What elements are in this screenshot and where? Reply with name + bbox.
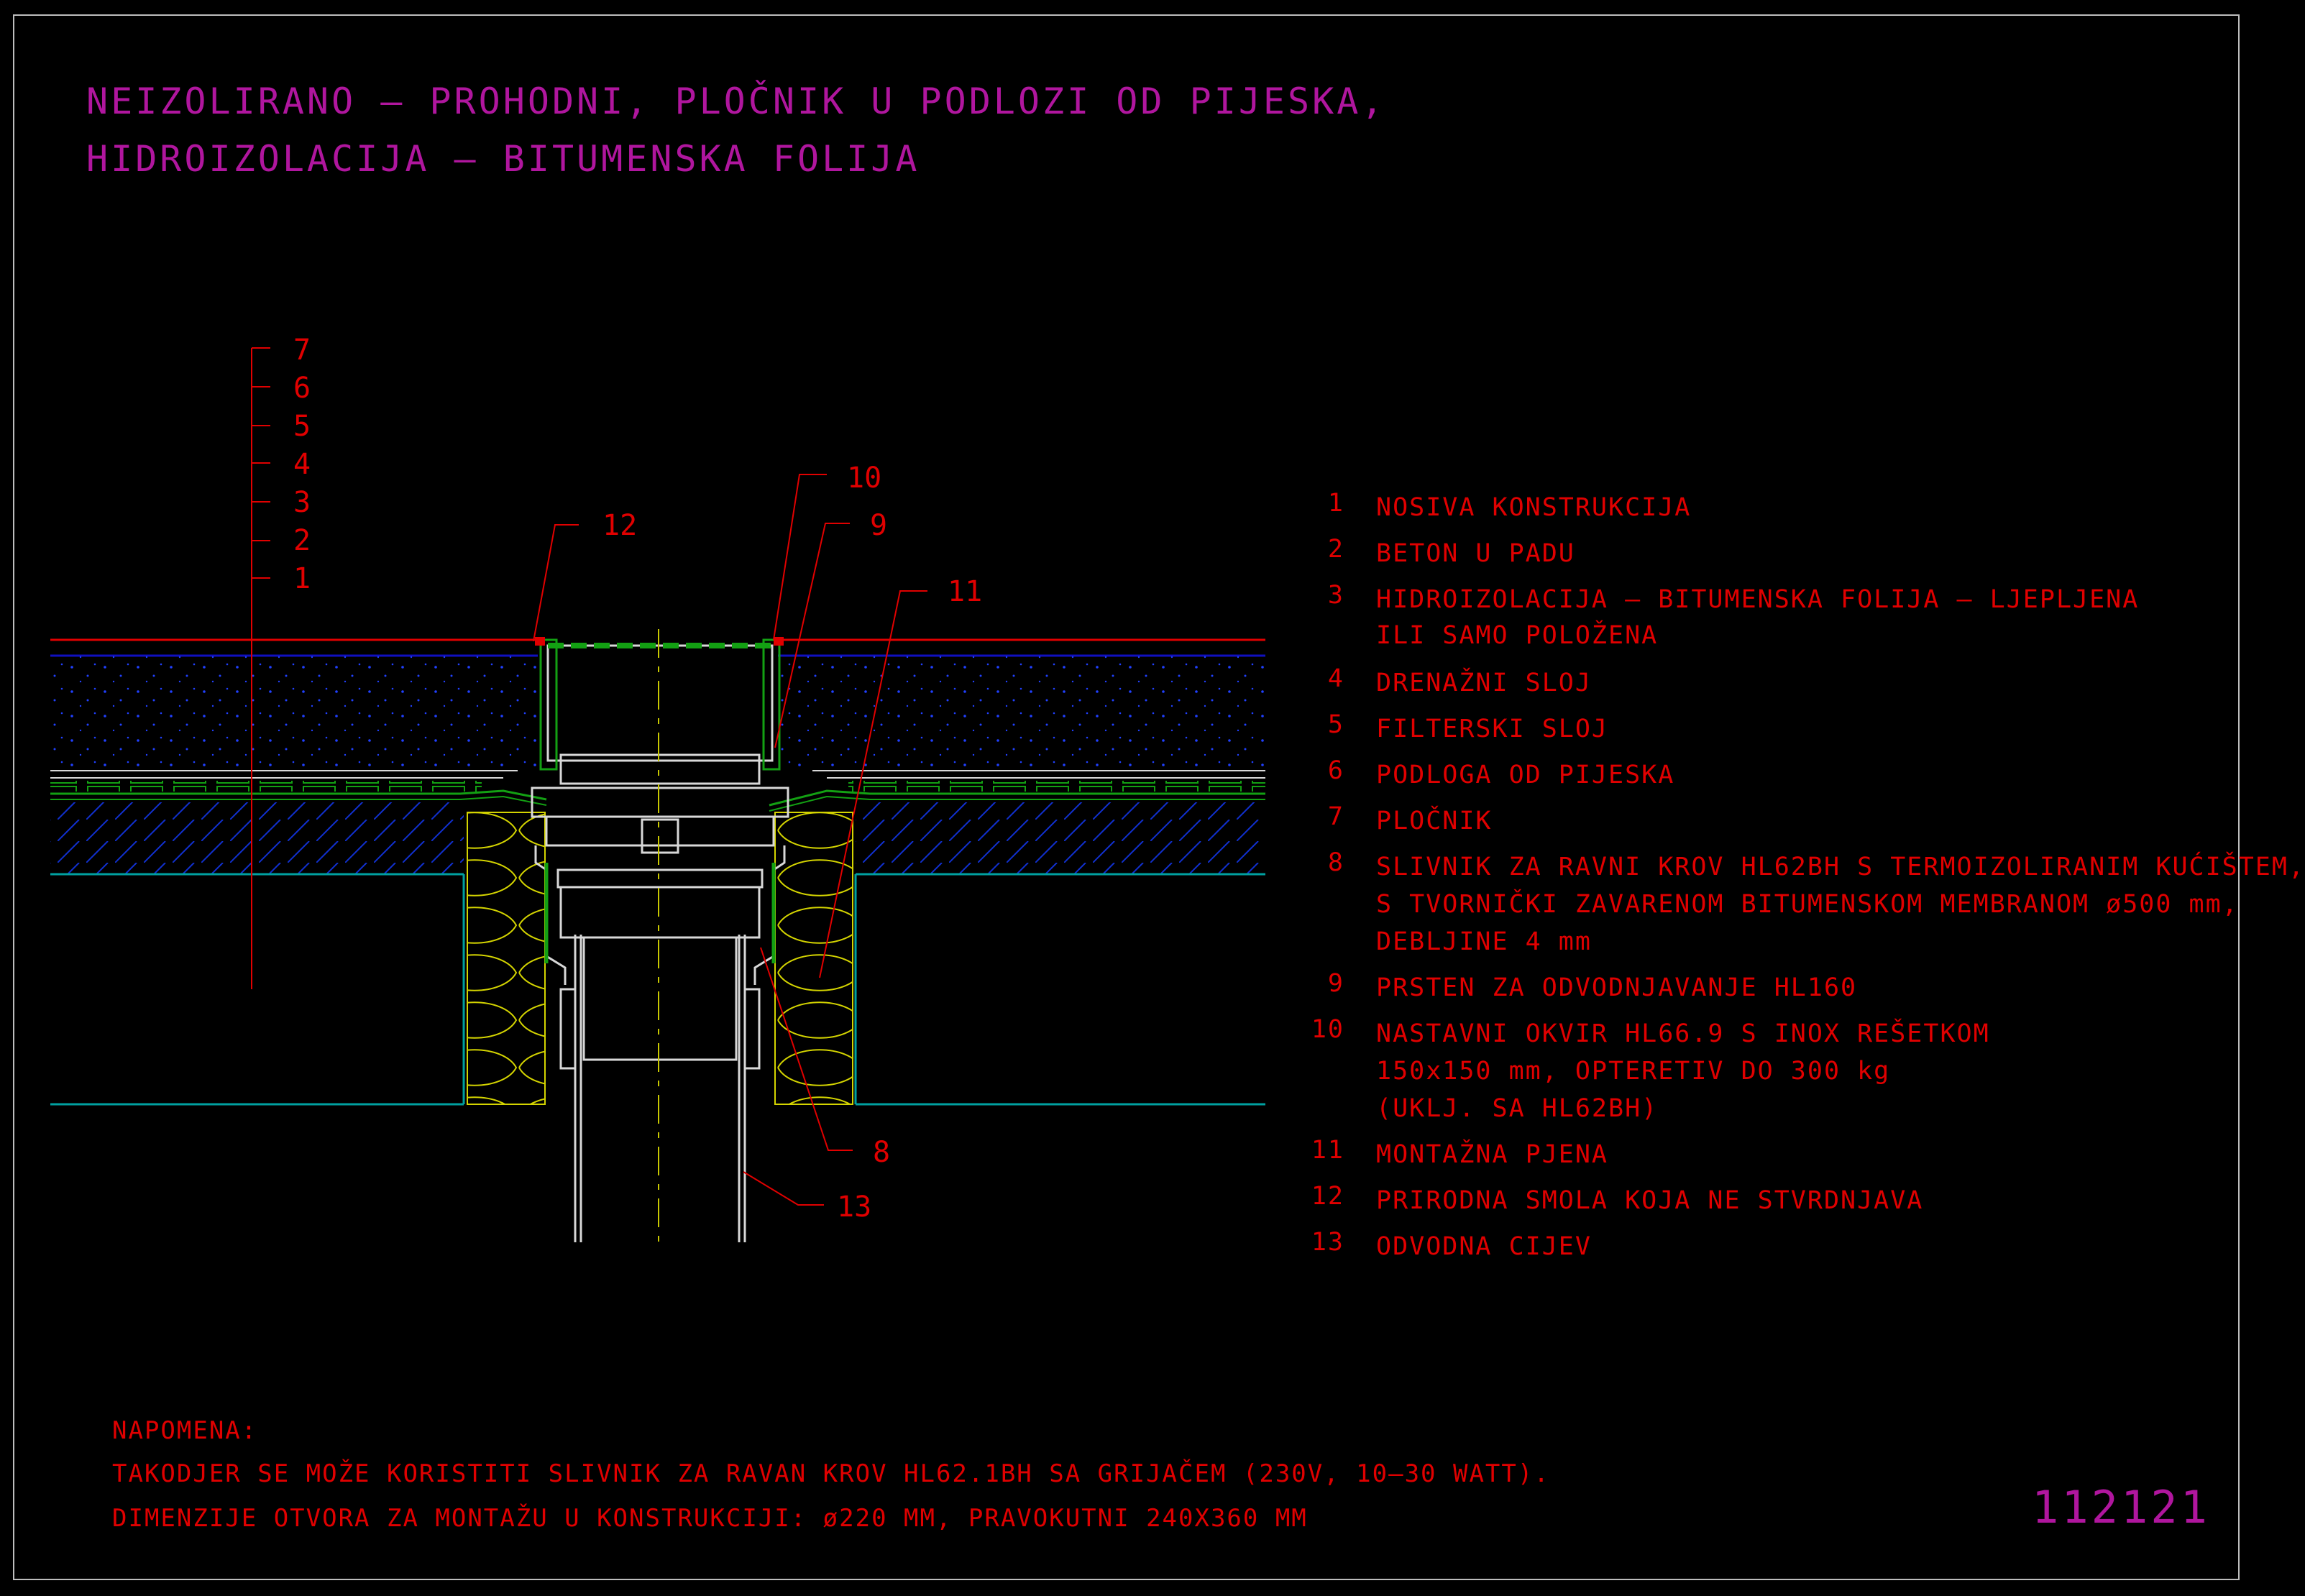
legend-text: ODVODNA CIJEV [1376, 1232, 1592, 1261]
legend-text: PLOČNIK [1376, 807, 1493, 835]
drainage-layers-right [769, 770, 1265, 812]
legend-text: FILTERSKI SLOJ [1376, 715, 1609, 743]
concrete-layer [50, 802, 1265, 1106]
layer-label-7: 7 [293, 334, 311, 367]
callout-leaders [533, 474, 927, 1206]
legend-text: ILI SAMO POLOŽENA [1376, 621, 1659, 650]
legend-number: 6 [1327, 756, 1344, 785]
pavement-layer-right [778, 638, 1265, 771]
legend-text: HIDROIZOLACIJA – BITUMENSKA FOLIJA – LJE… [1376, 585, 2140, 614]
callout-11: 11 [948, 575, 982, 608]
legend-text: DEBLJINE 4 mm [1376, 927, 1592, 956]
drawing-code: 112121 [2032, 1481, 2210, 1533]
legend-text: MONTAŽNA PJENA [1376, 1140, 1609, 1169]
section-drawing: 7 6 5 4 3 2 1 12 10 9 11 8 13 [50, 334, 1265, 1242]
legend-number: 12 [1311, 1182, 1344, 1211]
legend-number: 5 [1327, 710, 1344, 739]
drain-insulation [467, 812, 853, 1105]
callout-8: 8 [873, 1136, 890, 1169]
legend-text: NOSIVA KONSTRUKCIJA [1376, 493, 1692, 522]
legend-number: 2 [1327, 535, 1344, 564]
legend-number: 11 [1311, 1136, 1344, 1165]
legend-text: (UKLJ. SA HL62BH) [1376, 1094, 1659, 1123]
legend-number: 1 [1327, 489, 1344, 518]
legend-number: 7 [1327, 802, 1344, 831]
legend-number: 4 [1327, 664, 1344, 693]
note-heading: NAPOMENA: [112, 1416, 258, 1445]
note-line-1: TAKODJER SE MOŽE KORISTITI SLIVNIK ZA RA… [112, 1459, 1550, 1488]
legend-number: 3 [1327, 581, 1344, 610]
legend-text: PODLOGA OD PIJESKA [1376, 761, 1675, 789]
drawing-title-line-2: HIDROIZOLACIJA – BITUMENSKA FOLIJA [86, 138, 920, 180]
legend-text: S TVORNIČKI ZAVARENOM BITUMENSKOM MEMBRA… [1376, 890, 2239, 919]
legend-text: DRENAŽNI SLOJ [1376, 669, 1592, 697]
legend-text: PRSTEN ZA ODVODNJAVANJE HL160 [1376, 973, 1858, 1002]
layer-scale [251, 347, 270, 989]
legend-text: SLIVNIK ZA RAVNI KROV HL62BH S TERMOIZOL… [1376, 853, 2305, 881]
drainage-layers-left [50, 770, 547, 806]
legend-text: 150x150 mm, OPTERETIV DO 300 kg [1376, 1057, 1891, 1086]
layer-label-2: 2 [293, 524, 311, 557]
legend-text: PRIRODNA SMOLA KOJA NE STVRDNJAVA [1376, 1186, 1924, 1215]
callout-12: 12 [602, 509, 637, 542]
grate [535, 637, 784, 648]
layer-label-6: 6 [293, 372, 311, 405]
callout-9: 9 [870, 509, 887, 542]
drawing-title-line-1: NEIZOLIRANO – PROHODNI, PLOČNIK U PODLOZ… [86, 81, 1386, 122]
legend-number: 9 [1327, 969, 1344, 998]
legend-number: 10 [1311, 1015, 1344, 1044]
drain-body [531, 638, 789, 985]
legend-number: 8 [1327, 848, 1344, 877]
callout-10: 10 [847, 462, 881, 495]
layer-label-5: 5 [293, 410, 311, 443]
layer-label-1: 1 [293, 562, 311, 595]
layer-label-3: 3 [293, 486, 311, 519]
legend-number: 13 [1311, 1228, 1344, 1257]
drawing-frame [13, 14, 2240, 1580]
legend-text: BETON U PADU [1376, 539, 1575, 568]
note-line-2: DIMENZIJE OTVORA ZA MONTAŽU U KONSTRUKCI… [112, 1504, 1308, 1533]
legend-text: NASTAVNI OKVIR HL66.9 S INOX REŠETKOM [1376, 1019, 1990, 1048]
pavement-layer-left [50, 638, 538, 771]
layer-label-4: 4 [293, 448, 311, 481]
outlet-pipe [559, 935, 761, 1242]
callout-13: 13 [837, 1191, 871, 1224]
